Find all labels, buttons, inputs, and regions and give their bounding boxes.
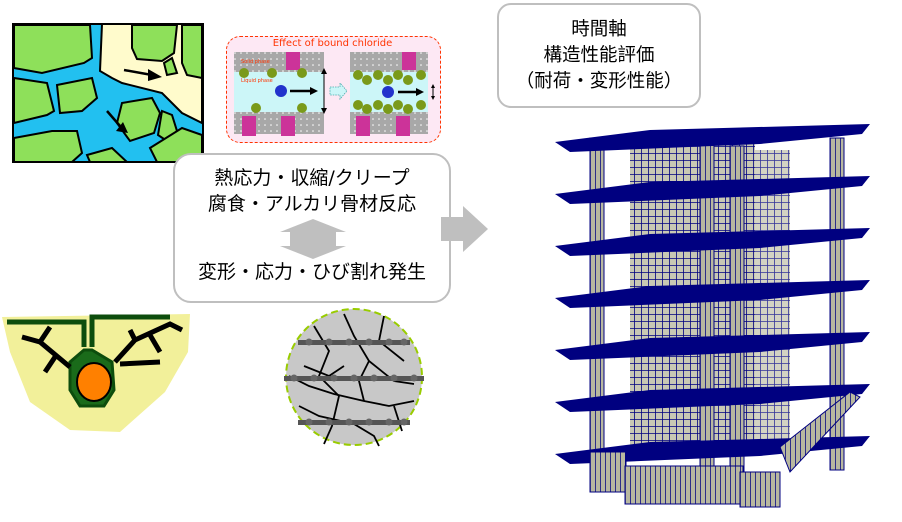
cracked-concrete-with-rebar-illustration [284,308,424,447]
bound-chloride-schematic: Solid phase Liquid phase [234,52,435,136]
right-arrow-icon [441,206,488,252]
foundation-beam [779,391,861,473]
double-arrow-icon [280,219,346,259]
pore-water-flow-illustration [12,23,204,163]
floor-slab [555,228,870,256]
floor-slab [555,280,870,308]
foundation [589,451,627,493]
liquid-phase-label: Liquid phase [241,78,273,84]
solid-phase-label: Solid phase [241,59,270,65]
fem-building-mesh-model [555,124,870,508]
evaluation-line-2: 構造性能評価 [543,44,655,66]
mechanism-line-1: 熱応力・収縮/クリープ [214,167,410,189]
evaluation-line-1: 時間軸 [571,18,627,40]
mechanism-line-3: 変形・応力・ひび割れ発生 [197,261,426,283]
floor-slab [555,176,870,204]
rebar-corrosion-crack-illustration [2,314,190,432]
bound-chloride-title: Effect of bound chloride [272,38,393,49]
floor-slab [555,384,870,412]
evaluation-line-3: （耐荷・変形性能） [515,70,683,92]
foundation [624,465,744,505]
floor-slab [555,332,870,360]
floor-slab [555,124,870,152]
foundation [739,471,781,508]
evaluation-box: 時間軸 構造性能評価 （耐荷・変形性能） [497,3,701,108]
mechanism-line-2: 腐食・アルカリ骨材反応 [207,193,417,215]
